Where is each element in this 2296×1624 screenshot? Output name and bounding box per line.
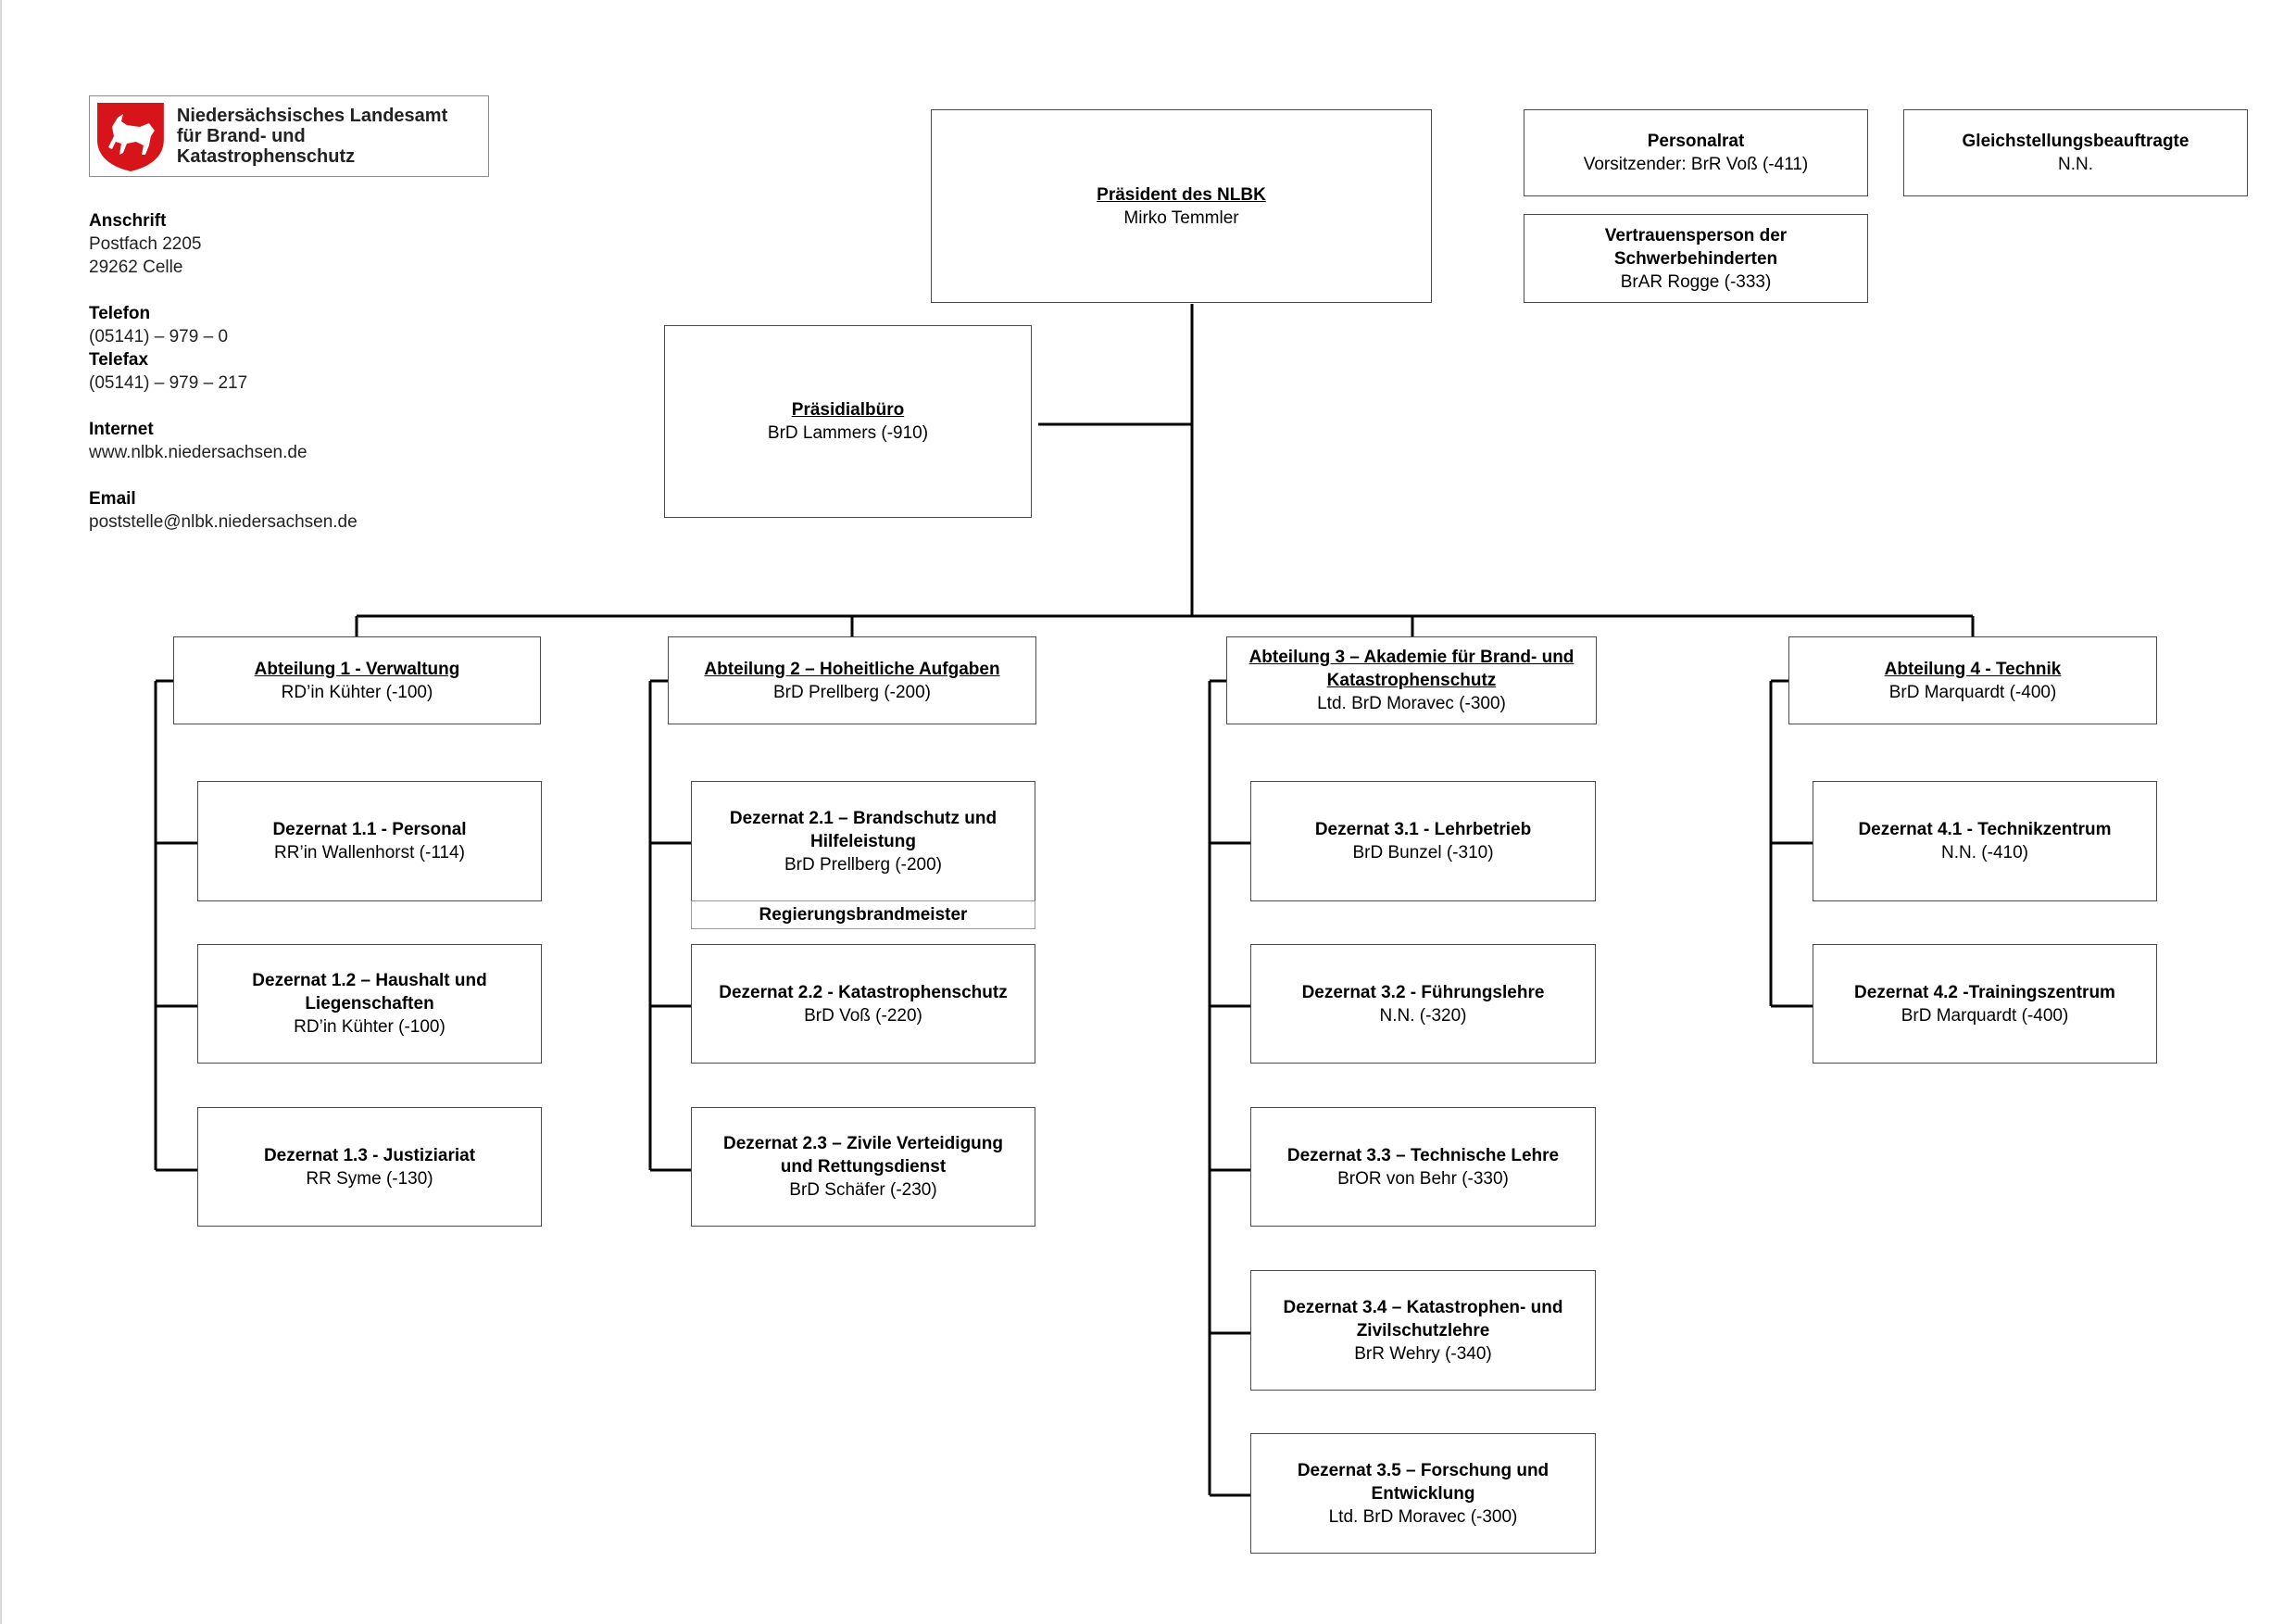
phone-number: (05141) – 979 – 0: [89, 327, 229, 346]
unit-title: Dezernat 1.3 - Justiziariat: [263, 1145, 476, 1165]
department-head: RD’in Kühter (-100): [281, 682, 433, 702]
unit-head: N.N. (-410): [1941, 843, 2028, 862]
unit-1-1-box: Dezernat 1.1 - Personal RR’in Wallenhors…: [197, 781, 542, 901]
presidial-office-box: Präsidialbüro BrD Lammers (-910): [664, 325, 1032, 518]
department-1-box: Abteilung 1 - Verwaltung RD’in Kühter (-…: [173, 636, 541, 724]
unit-head: BrR Wehry (-340): [1354, 1343, 1492, 1364]
disabled-representative-box: Vertrauensperson der Schwerbehinderten B…: [1524, 214, 1868, 303]
phone-label: Telefon: [89, 304, 151, 323]
address-line-1: Postfach 2205: [89, 234, 202, 254]
unit-head: BrOR von Behr (-330): [1337, 1168, 1509, 1189]
equality-officer-person: N.N.: [2058, 155, 2093, 174]
unit-head: N.N. (-320): [1379, 1005, 1467, 1026]
unit-head: BrD Bunzel (-310): [1352, 843, 1494, 862]
fax-number: (05141) – 979 – 217: [89, 373, 248, 393]
organisation-name-line-2: für Brand- und Katastrophenschutz: [176, 126, 356, 167]
unit-2-2-box: Dezernat 2.2 - Katastrophenschutz BrD Vo…: [691, 944, 1035, 1064]
unit-3-4-box: Dezernat 3.4 – Katastrophen- und Zivilsc…: [1250, 1270, 1596, 1391]
contact-block: Anschrift Postfach 2205 29262 Celle Tele…: [89, 209, 358, 534]
unit-head: RR Syme (-130): [306, 1168, 433, 1189]
fax-label: Telefax: [89, 350, 149, 370]
president-person: Mirko Temmler: [1123, 208, 1239, 228]
unit-title: Dezernat 4.1 - Technikzentrum: [1858, 820, 2112, 839]
unit-sub-title: Regierungsbrandmeister: [759, 904, 968, 925]
unit-4-2-box: Dezernat 4.2 -Trainingszentrum BrD Marqu…: [1813, 944, 2157, 1064]
unit-1-2-box: Dezernat 1.2 – Haushalt und Liegenschaft…: [197, 944, 542, 1064]
president-box: Präsident des NLBK Mirko Temmler: [931, 109, 1432, 303]
unit-title: Dezernat 2.2 - Katastrophenschutz: [719, 982, 1008, 1002]
unit-title: Dezernat 1.2 – Haushalt und Liegenschaft…: [252, 971, 487, 1013]
department-3-box: Abteilung 3 – Akademie für Brand- und Ka…: [1226, 636, 1597, 724]
unit-title: Dezernat 1.1 - Personal: [272, 820, 467, 839]
unit-title: Dezernat 3.5 – Forschung und Entwicklung: [1297, 1460, 1549, 1504]
staff-council-person: Vorsitzender: BrR Voß (-411): [1583, 155, 1809, 174]
nlbk-logo: Niedersächsisches Landesamt für Brand- u…: [89, 95, 489, 177]
unit-title: Dezernat 4.2 -Trainingszentrum: [1854, 982, 2115, 1002]
department-2-box: Abteilung 2 – Hoheitliche Aufgaben BrD P…: [668, 636, 1036, 724]
department-title: Abteilung 2 – Hoheitliche Aufgaben: [704, 659, 1000, 679]
unit-2-1-box: Dezernat 2.1 – Brandschutz und Hilfeleis…: [691, 781, 1035, 901]
unit-3-1-box: Dezernat 3.1 - Lehrbetrieb BrD Bunzel (-…: [1250, 781, 1596, 901]
presidial-office-person: BrD Lammers (-910): [767, 423, 929, 443]
unit-title: Dezernat 3.3 – Technische Lehre: [1286, 1145, 1560, 1165]
department-head: Ltd. BrD Moravec (-300): [1317, 694, 1506, 713]
unit-3-5-box: Dezernat 3.5 – Forschung und Entwicklung…: [1250, 1433, 1596, 1554]
unit-head: RR’in Wallenhorst (-114): [274, 843, 465, 862]
disabled-representative-title-line-1: Vertrauensperson der: [1604, 225, 1788, 245]
equality-officer-box: Gleichstellungsbeauftragte N.N.: [1903, 109, 2248, 196]
internet-label: Internet: [89, 420, 154, 439]
unit-title: Dezernat 2.3 – Zivile Verteidigung und R…: [723, 1134, 1003, 1177]
staff-council-title: Personalrat: [1647, 132, 1745, 151]
address-label: Anschrift: [89, 211, 167, 231]
unit-head: BrD Marquardt (-400): [1901, 1005, 2069, 1026]
organisation-name-line-1: Niedersächsisches Landesamt: [176, 106, 448, 126]
unit-title: Dezernat 3.1 - Lehrbetrieb: [1314, 820, 1532, 839]
presidial-office-title: Präsidialbüro: [791, 400, 905, 420]
department-head: BrD Prellberg (-200): [773, 682, 931, 702]
address-line-2: 29262 Celle: [89, 258, 183, 277]
equality-officer-title: Gleichstellungsbeauftragte: [1962, 132, 2189, 151]
page-edge: [0, 0, 2, 1624]
unit-2-3-box: Dezernat 2.3 – Zivile Verteidigung und R…: [691, 1107, 1035, 1227]
department-4-box: Abteilung 4 - Technik BrD Marquardt (-40…: [1788, 636, 2157, 724]
disabled-representative-title-line-2: Schwerbehinderten: [1613, 248, 1778, 269]
unit-title: Dezernat 3.4 – Katastrophen- und Zivilsc…: [1283, 1297, 1563, 1341]
president-title: Präsident des NLBK: [1097, 184, 1266, 205]
unit-head: BrD Voß (-220): [804, 1005, 922, 1026]
department-title: Abteilung 3 – Akademie für Brand- und Ka…: [1248, 648, 1575, 690]
niedersachsen-horse-icon: [96, 103, 164, 171]
email-label: Email: [89, 489, 136, 509]
unit-1-3-box: Dezernat 1.3 - Justiziariat RR Syme (-13…: [197, 1107, 542, 1227]
unit-title: Dezernat 2.1 – Brandschutz und Hilfeleis…: [729, 808, 997, 851]
staff-council-box: Personalrat Vorsitzender: BrR Voß (-411): [1524, 109, 1868, 196]
unit-4-1-box: Dezernat 4.1 - Technikzentrum N.N. (-410…: [1813, 781, 2157, 901]
unit-3-2-box: Dezernat 3.2 - Führungslehre N.N. (-320): [1250, 944, 1596, 1064]
unit-head: BrD Schäfer (-230): [789, 1180, 937, 1200]
organisation-name: Niedersächsisches Landesamt für Brand- u…: [177, 106, 488, 167]
department-title: Abteilung 1 - Verwaltung: [254, 659, 460, 679]
email-link[interactable]: poststelle@nlbk.niedersachsen.de: [89, 512, 358, 532]
unit-3-3-box: Dezernat 3.3 – Technische Lehre BrOR von…: [1250, 1107, 1596, 1227]
unit-title: Dezernat 3.2 - Führungslehre: [1301, 982, 1545, 1002]
website-link[interactable]: www.nlbk.niedersachsen.de: [89, 443, 307, 462]
department-head: BrD Marquardt (-400): [1888, 682, 2057, 702]
disabled-representative-person: BrAR Rogge (-333): [1620, 271, 1772, 292]
unit-head: BrD Prellberg (-200): [784, 854, 942, 875]
unit-head: Ltd. BrD Moravec (-300): [1328, 1506, 1518, 1527]
unit-head: RD’in Kühter (-100): [294, 1017, 445, 1037]
department-title: Abteilung 4 - Technik: [1884, 659, 2062, 679]
unit-2-1-sub-box: Regierungsbrandmeister: [691, 900, 1035, 929]
